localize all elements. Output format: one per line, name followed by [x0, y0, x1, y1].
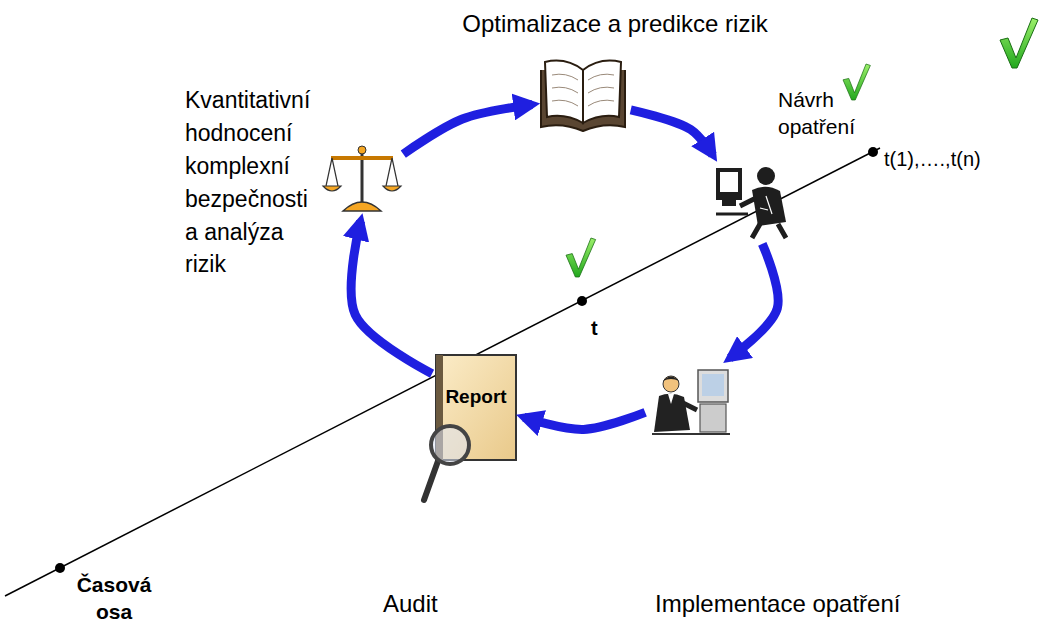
person-hair [663, 377, 679, 382]
person-detail [760, 196, 772, 214]
book-page [583, 61, 621, 123]
report-icon [424, 355, 516, 500]
book-stage: Optimalizace a predikce rizik [540, 56, 626, 132]
cycle-arrow [730, 244, 778, 358]
desk [716, 213, 748, 216]
check-mark [1000, 18, 1038, 68]
axis-dot [868, 147, 878, 157]
monitor-screen [720, 172, 738, 192]
time-label: t [589, 315, 600, 341]
implementation-icon [652, 370, 730, 434]
stage-title: Optimalizace a predikce rizik [462, 8, 767, 39]
design-icon [716, 167, 786, 238]
desk [652, 433, 730, 435]
implementation-stage: Implementace opatření [650, 364, 730, 436]
scales-beam [331, 156, 393, 160]
axis-dot [577, 296, 587, 306]
stage-title: Kvantitativní hodnocení komplexní bezpeč… [185, 84, 317, 281]
axis-dot [55, 563, 65, 573]
cycle-arrow [351, 221, 432, 374]
magnifier-handle [424, 461, 438, 500]
magnifier-lens [431, 426, 469, 464]
book-page [545, 61, 583, 123]
time-label: t(1),….,t(n) [882, 146, 983, 172]
stage-title: Audit [383, 588, 438, 619]
scales-pan [323, 186, 341, 191]
design-stage: Návrh opatření [713, 161, 791, 239]
scales-knob [358, 146, 366, 154]
person-head [663, 376, 679, 392]
person-shirt [668, 394, 674, 404]
axis-title: Časová osa [70, 571, 159, 626]
computer-case [700, 404, 726, 432]
document-text: Report [445, 385, 506, 410]
check-mark [566, 238, 596, 277]
stage-title: Návrh opatření [778, 86, 862, 141]
person-head [757, 167, 775, 185]
cycle-arrow [403, 105, 532, 155]
scales-stage: Kvantitativní hodnocení komplexní bezpeč… [327, 143, 399, 213]
scales-base [343, 202, 381, 211]
person-body [752, 187, 786, 226]
time-axis [5, 148, 880, 596]
cycle-arrow [524, 412, 645, 429]
book-icon [541, 61, 625, 131]
person-suit [654, 394, 690, 432]
scales-pan [383, 186, 401, 191]
monitor-screen [702, 374, 724, 396]
book-lines [552, 74, 614, 106]
stage-title: Implementace opatření [655, 588, 900, 619]
scales-strings [326, 158, 398, 186]
person-arm [681, 402, 697, 410]
monitor [716, 168, 742, 200]
monitor-stand [722, 200, 736, 206]
cycle-arrow [631, 110, 713, 155]
report-document: ReportAudit [436, 355, 516, 460]
person-arm [740, 198, 756, 206]
scales-icon [323, 146, 401, 211]
check-mark [843, 64, 870, 100]
monitor [698, 370, 728, 402]
person-legs [752, 224, 786, 238]
